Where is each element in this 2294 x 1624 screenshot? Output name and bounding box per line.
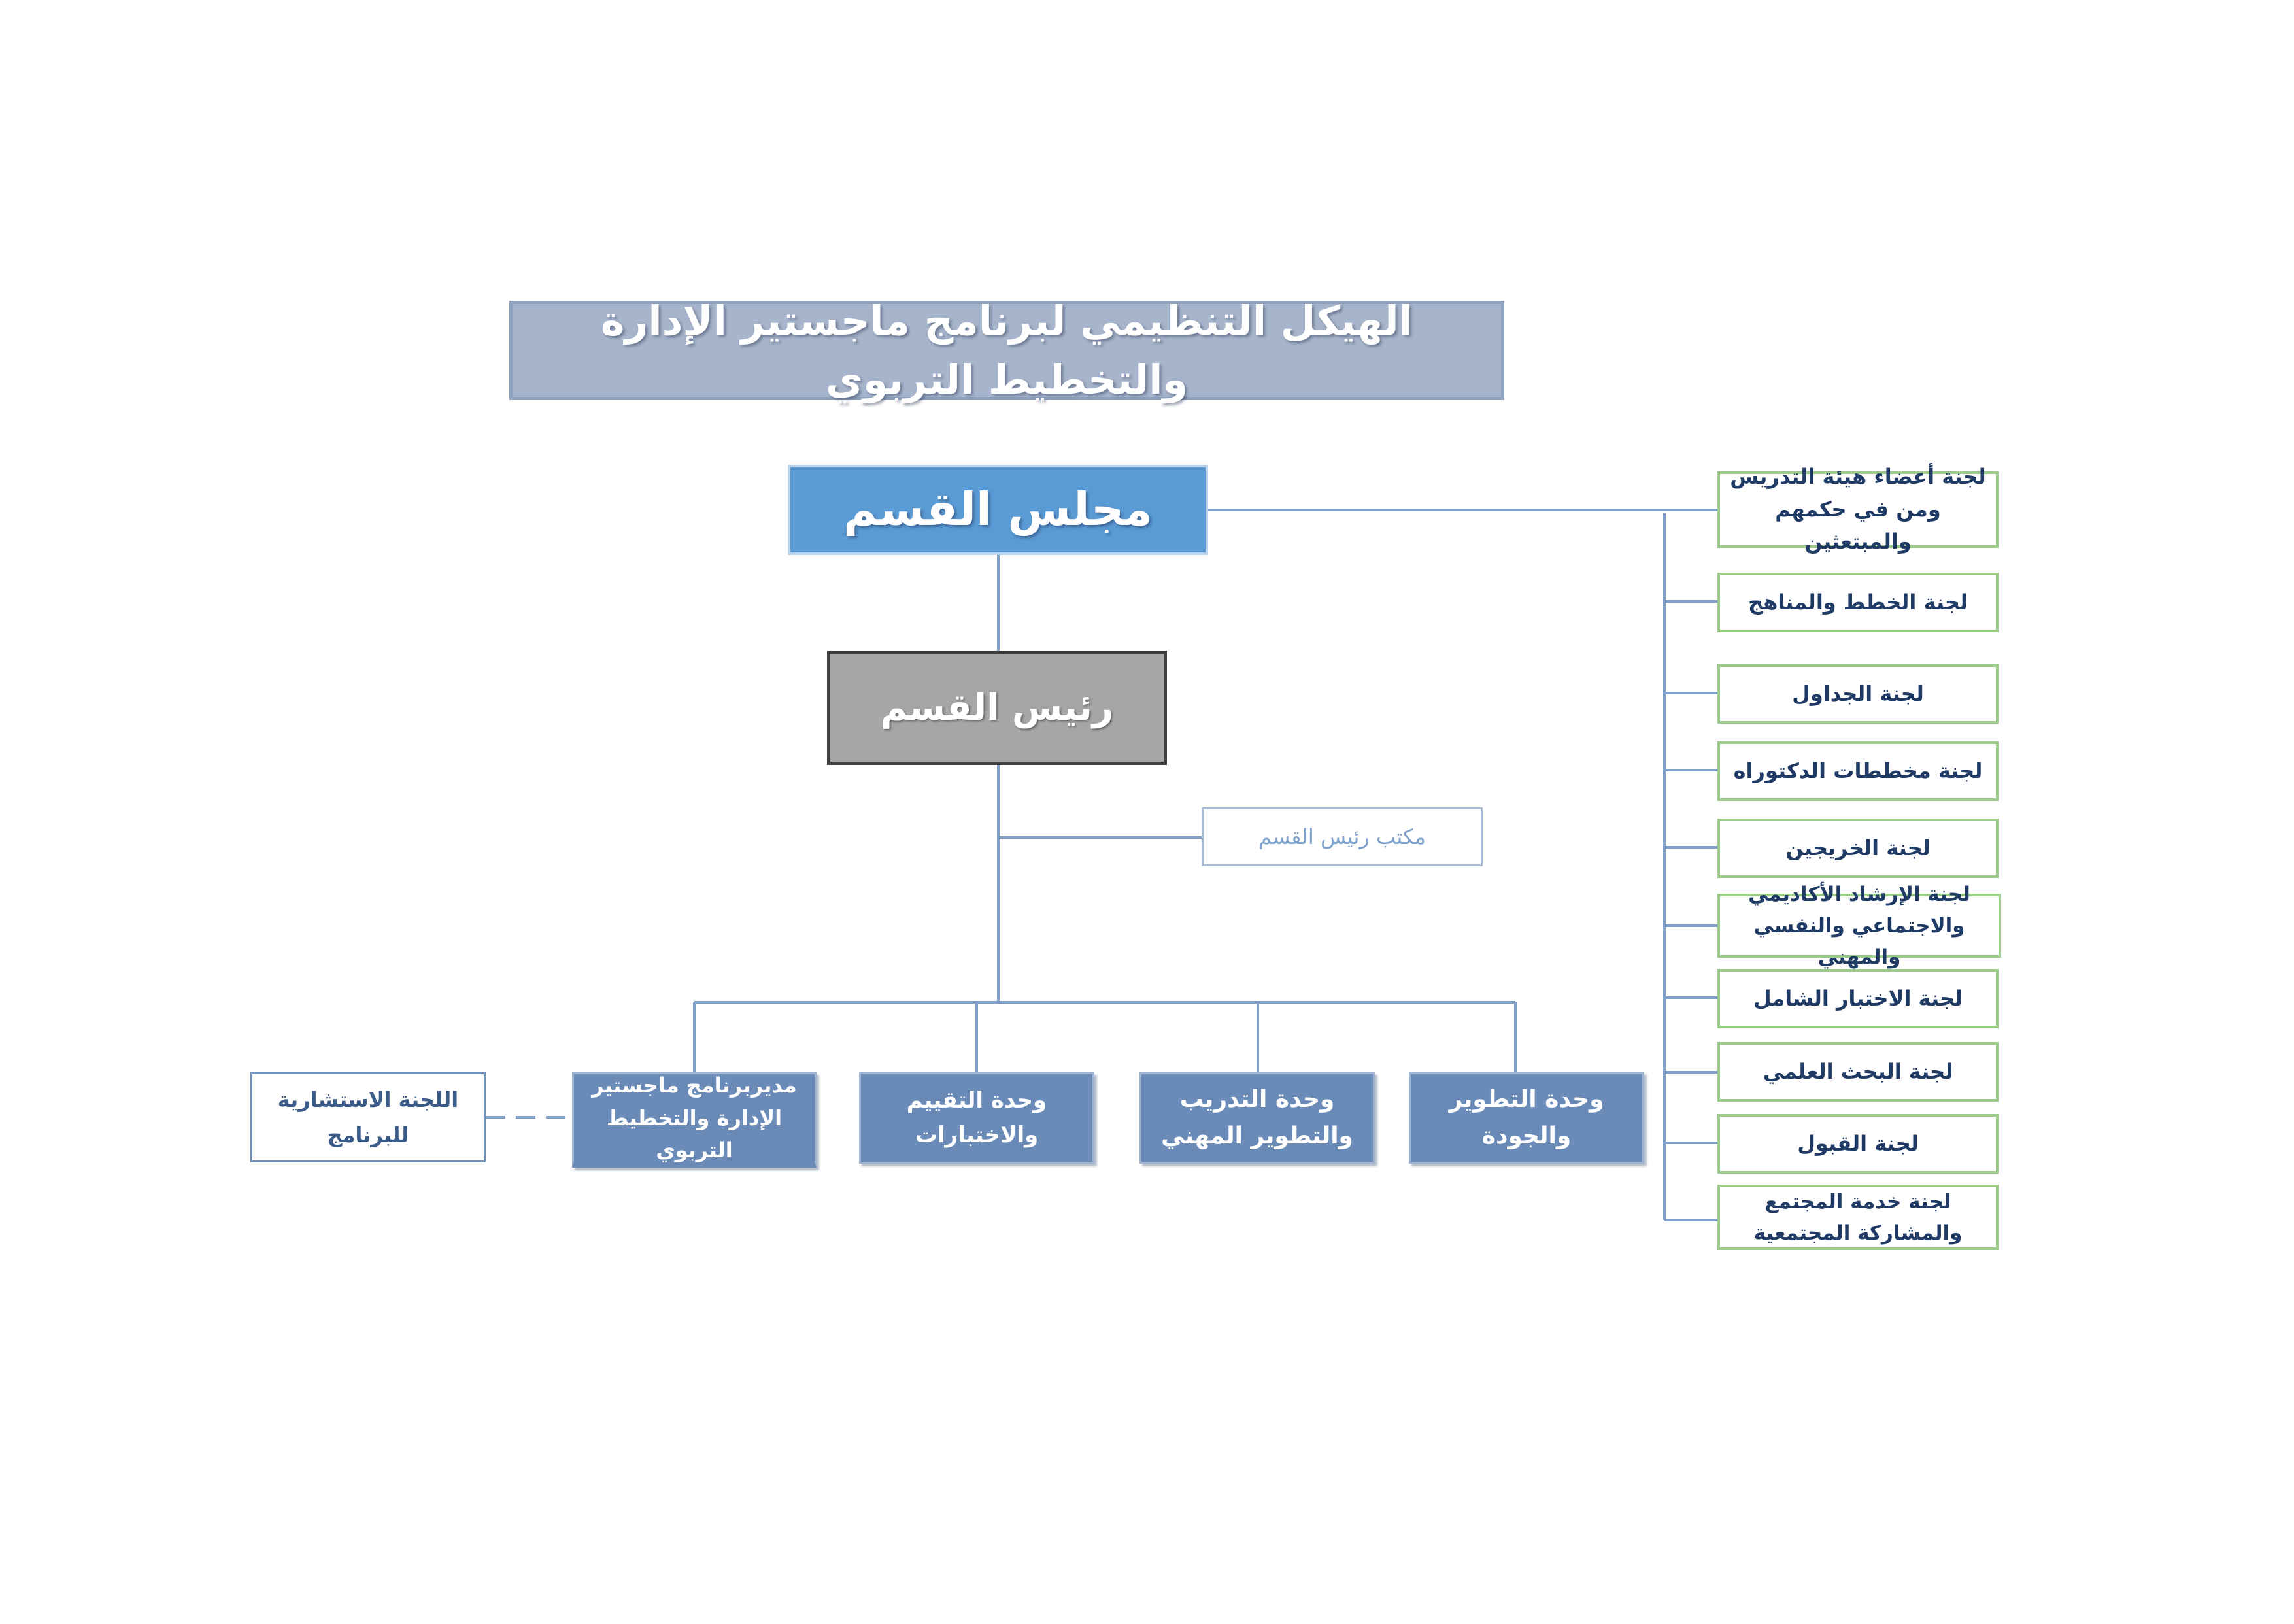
advisory-committee-box: اللجنة الاستشارية للبرنامج [250,1072,486,1162]
committee-plans-curricula: لجنة الخطط والمناهج [1717,573,1999,632]
committee-schedules: لجنة الجداول [1717,664,1999,724]
unit-development-quality: وحدة التطوير والجودة [1409,1072,1644,1164]
committee-faculty-members: لجنة أعضاء هيئة التدريس ومن في حكمهم وال… [1717,464,1999,554]
committee-academic-guidance: لجنة الإرشاد الأكاديمي والاجتماعي والنفس… [1717,883,2001,969]
head-office-box: مكتب رئيس القسم [1202,807,1483,866]
committee-admission: لجنة القبول [1717,1114,1999,1174]
committee-comprehensive-exam: لجنة الاختبار الشامل [1717,969,1999,1028]
committee-graduates: لجنة الخريجين [1717,819,1999,878]
unit-assessment-exams: وحدة التقييم والاختبارات [859,1072,1094,1164]
department-council-box: مجلس القسم [788,465,1208,555]
program-director-box: مديربرنامج ماجستير الإدارة والتخطيط التر… [572,1072,817,1168]
department-head-box: رئيس القسم [827,651,1167,765]
page-title: الهيكل التنظيمي لبرنامج ماجستير الإدارة … [509,297,1504,403]
committee-community-service: لجنة خدمة المجتمع والمشاركة المجتمعية [1717,1185,1999,1250]
committee-scientific-research: لجنة البحث العلمي [1717,1042,1999,1102]
unit-training-professional-development: وحدة التدريب والتطوير المهني [1139,1072,1375,1164]
committee-doctorate-plans: لجنة مخططات الدكتوراه [1717,741,1999,801]
